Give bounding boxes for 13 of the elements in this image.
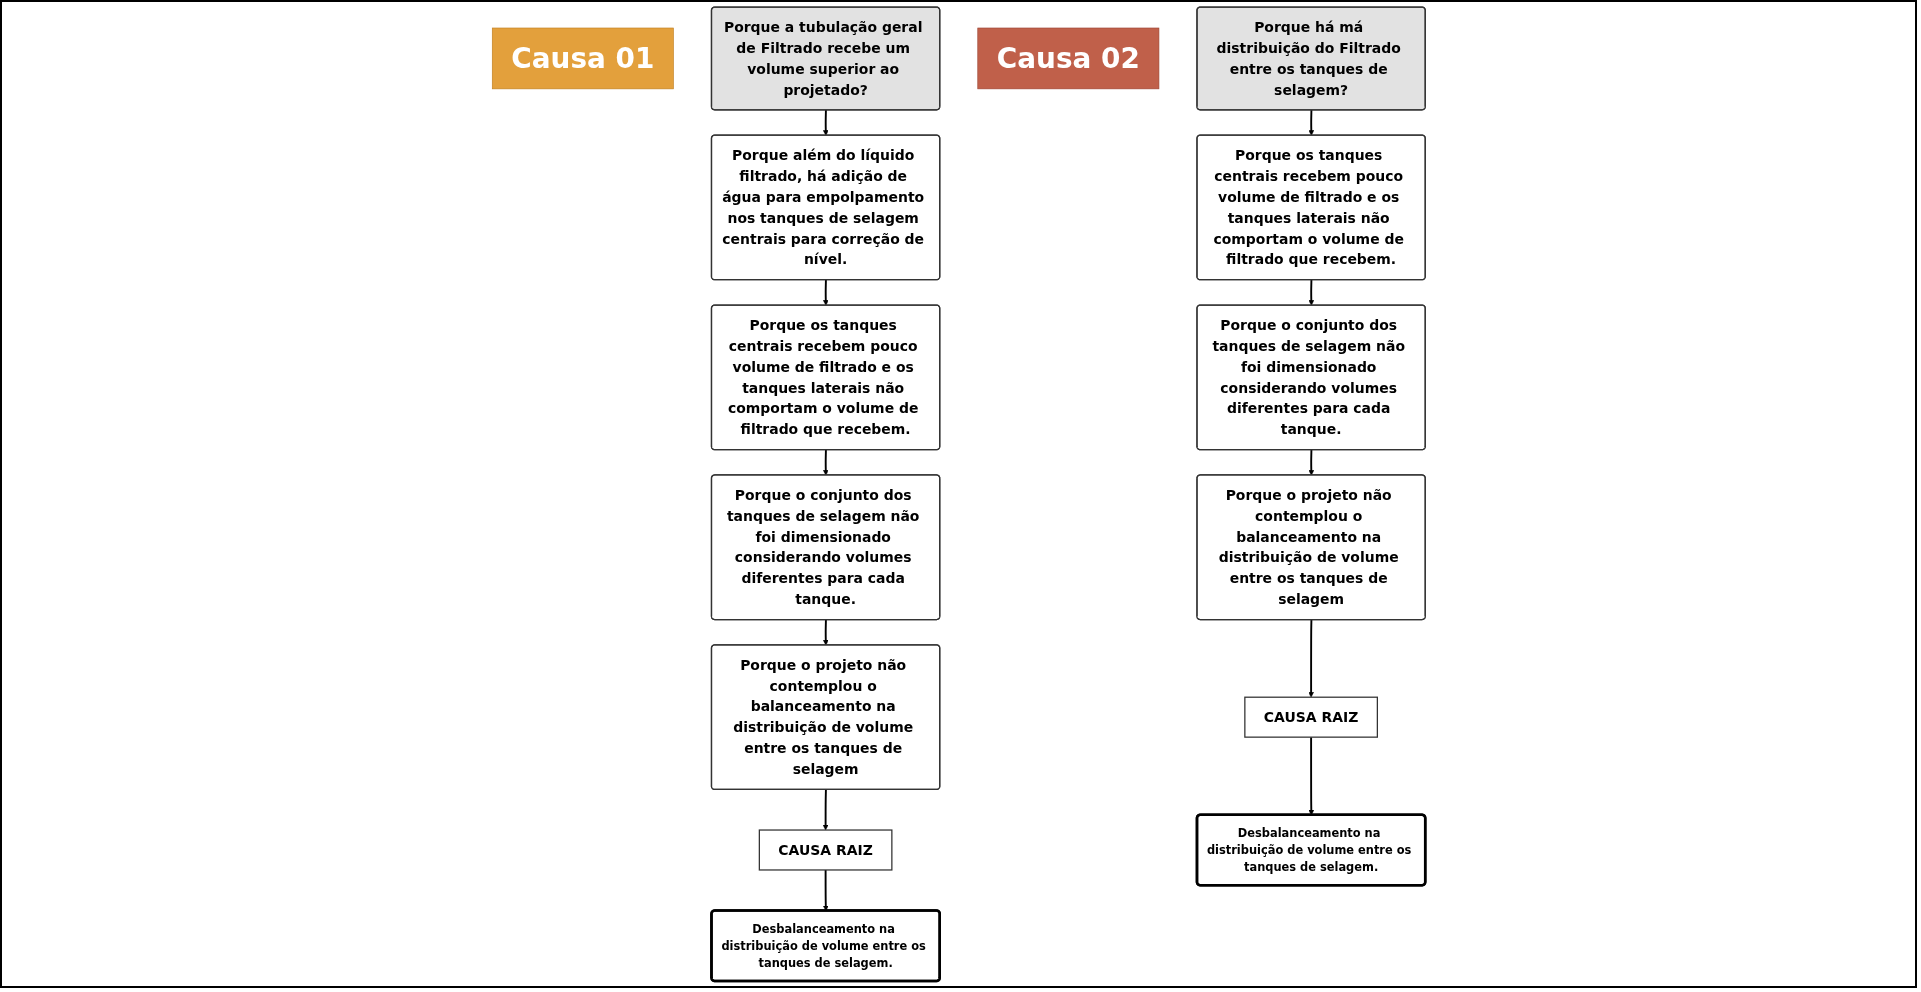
arrow xyxy=(1308,279,1314,306)
arrow xyxy=(822,449,829,476)
arrow xyxy=(1308,618,1314,698)
arrow xyxy=(1308,449,1314,476)
arrow xyxy=(822,788,829,831)
node-box: Causa 02 xyxy=(977,27,1159,90)
arrow xyxy=(822,618,829,646)
arrow xyxy=(1308,109,1314,136)
node-box: CAUSA RAIZ xyxy=(1243,696,1378,738)
node-box: Causa 01 xyxy=(491,27,674,90)
arrow xyxy=(822,109,829,136)
arrow xyxy=(822,279,829,306)
node-box: CAUSA RAIZ xyxy=(758,829,893,871)
